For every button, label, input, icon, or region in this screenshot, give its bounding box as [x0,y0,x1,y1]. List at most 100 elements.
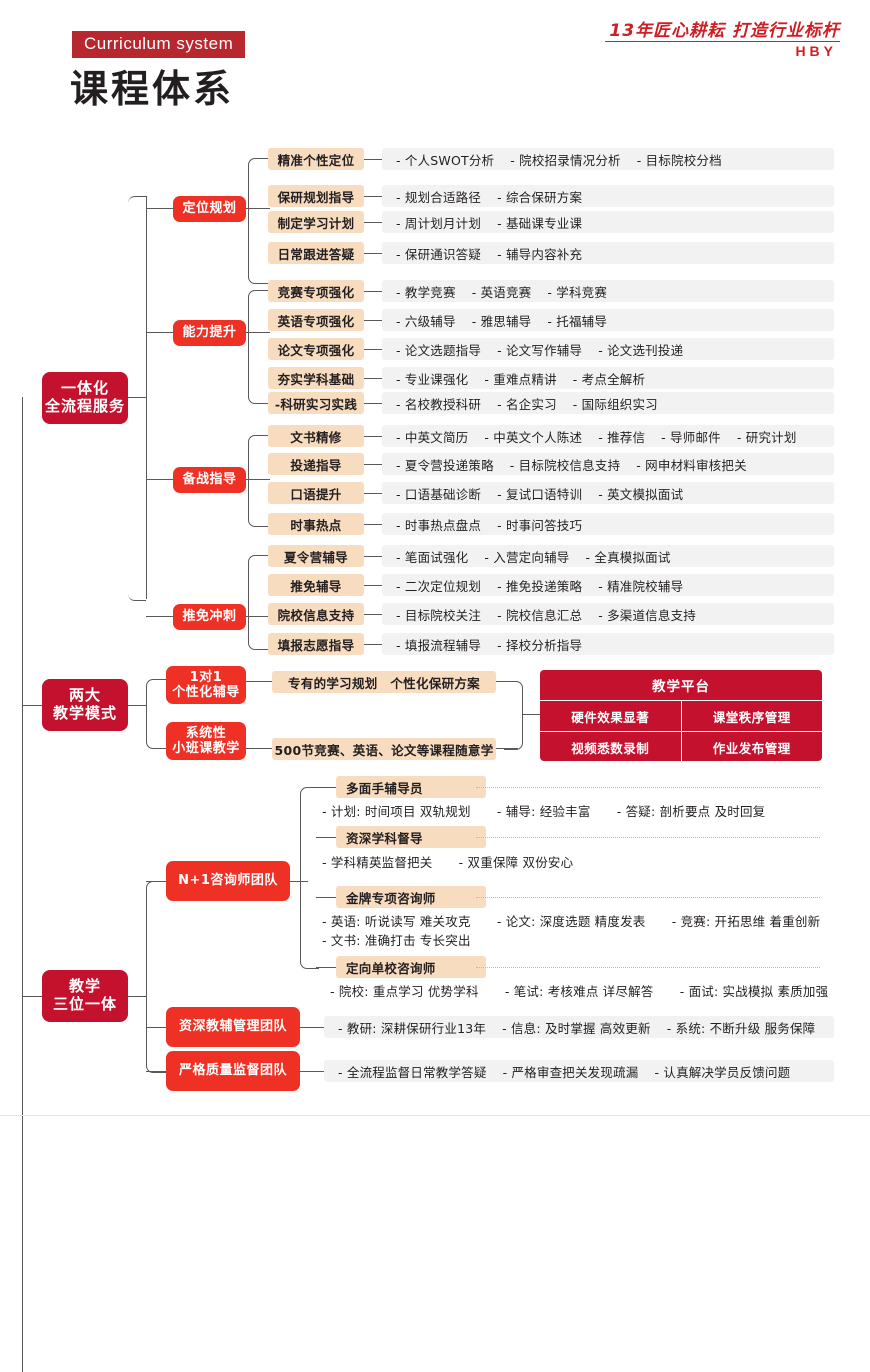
page-header: Curriculum system 课程体系 13年匠心耕耘 打造行业标杆 HB… [0,0,870,130]
dotted-separator [476,897,820,898]
connector [364,644,382,646]
connector [364,378,382,380]
detail-strip: - 全流程监督日常教学答疑- 严格审查把关发现疏漏- 认真解决学员反馈问题 [324,1060,834,1082]
platform-cell: 作业发布管理 [680,732,823,761]
role-label[interactable]: 金牌专项咨询师 [336,886,486,908]
detail-strip: - 规划合适路径 - 综合保研方案 [382,185,834,207]
item-label[interactable]: 论文专项强化 [268,338,364,360]
connector [364,436,382,438]
item-label[interactable]: 夯实学科基础 [268,367,364,389]
connector [22,996,42,998]
team-node-academic-management[interactable]: 资深教辅管理团队 [166,1007,300,1047]
connector [364,320,382,322]
role-detail-row: - 学科精英监督把关 - 双重保障 双份安心 [322,855,574,870]
mode-line2: 个性化辅导 [172,685,240,700]
connector-bracket [248,158,269,284]
item-label[interactable]: 制定学习计划 [268,211,364,233]
mode-description: 专有的学习规划 个性化保研方案 [272,671,496,693]
item-label[interactable]: 文书精修 [268,425,364,447]
detail-strip: - 周计划月计划 - 基础课专业课 [382,211,834,233]
detail-strip: - 目标院校关注 - 院校信息汇总 - 多渠道信息支持 [382,603,834,625]
connector [364,159,382,161]
mode-line1: 系统性 [185,725,227,741]
connector [364,403,382,405]
role-label[interactable]: 定向单校咨询师 [336,956,486,978]
connector-bracket [128,196,146,601]
detail-strip: - 填报流程辅导 - 择校分析指导 [382,633,834,655]
connector [364,253,382,255]
item-label[interactable]: 院校信息支持 [268,603,364,625]
connector [128,705,146,707]
category-node-ability[interactable]: 能力提升 [173,320,246,346]
root-node-line2: 教学模式 [52,704,117,722]
detail-strip: - 保研通识答疑 - 辅导内容补充 [382,242,834,264]
platform-cell: 硬件效果显著 [571,709,650,725]
connector [128,996,146,998]
connector [364,585,382,587]
detail-strip: - 笔面试强化 - 入营定向辅导 - 全真模拟面试 [382,545,834,567]
mode-node-small-class[interactable]: 系统性 小班课教学 [166,722,246,760]
team-node-consultants[interactable]: N+1咨询师团队 [166,861,290,901]
item-label[interactable]: 推免辅导 [268,574,364,596]
connector-bracket [146,881,167,1073]
detail-strip: - 论文选题指导 - 论文写作辅导 - 论文选刊投递 [382,338,834,360]
connector [146,479,173,481]
mode-description: 500节竞赛、英语、论文等课程随意学 [272,738,496,760]
connector [246,332,270,334]
table-row: 硬件效果显著 课堂秩序管理 [540,701,822,731]
brand-logo: HBY [795,43,837,59]
connector [246,681,272,683]
connector [146,1071,166,1073]
role-detail-row: - 英语: 听说读写 难关攻克 - 论文: 深度选题 精度发表 - 竞赛: 开拓… [322,914,821,949]
connector [316,897,336,899]
connector [146,208,173,210]
item-label[interactable]: 精准个性定位 [268,148,364,170]
platform-cell: 课堂秩序管理 [680,701,823,731]
connector-bracket [504,681,523,750]
detail-strip: - 口语基础诊断 - 复试口语特训 - 英文模拟面试 [382,482,834,504]
brand-divider [605,41,840,42]
root-node-trinity[interactable]: 教学 三位一体 [42,970,128,1022]
connector [316,837,336,839]
team-node-quality-supervision[interactable]: 严格质量监督团队 [166,1051,300,1091]
connector [364,614,382,616]
category-node-positioning[interactable]: 定位规划 [173,196,246,222]
category-node-preparation[interactable]: 备战指导 [173,467,246,493]
dotted-separator [476,967,820,968]
root-node-integrated-service[interactable]: 一体化 全流程服务 [42,372,128,424]
category-node-sprint[interactable]: 推免冲刺 [173,604,246,630]
item-label[interactable]: 投递指导 [268,453,364,475]
connector-bracket [248,555,269,650]
root-node-line1: 教学 [68,977,101,996]
item-label[interactable]: -科研实习实践 [268,392,364,414]
connector [300,1071,324,1073]
mode-line1: 1对1 [189,669,223,685]
connector-bracket [300,787,319,969]
item-label[interactable]: 时事热点 [268,513,364,535]
role-label[interactable]: 资深学科督导 [336,826,486,848]
connector [246,616,270,618]
teaching-platform-table: 教学平台 硬件效果显著 课堂秩序管理 视频悉数录制 作业发布管理 [540,670,822,761]
item-label[interactable]: 英语专项强化 [268,309,364,331]
item-label[interactable]: 填报志愿指导 [268,633,364,655]
dotted-separator [476,787,820,788]
item-label[interactable]: 夏令营辅导 [268,545,364,567]
item-label[interactable]: 口语提升 [268,482,364,504]
connector-main-spine [22,397,24,1372]
item-label[interactable]: 日常跟进答疑 [268,242,364,264]
item-label[interactable]: 保研规划指导 [268,185,364,207]
detail-strip: - 中英文简历 - 中英文个人陈述 - 推荐信 - 导师邮件 - 研究计划 [382,425,834,447]
item-label[interactable]: 竞赛专项强化 [268,280,364,302]
role-detail-row: - 院校: 重点学习 优势学科 - 笔试: 考核难点 详尽解答 - 面试: 实战… [330,984,829,999]
root-node-teaching-modes[interactable]: 两大 教学模式 [42,679,128,731]
connector [146,332,173,334]
mode-node-one-on-one[interactable]: 1对1 个性化辅导 [166,666,246,704]
detail-strip: - 教学竞赛 - 英语竞赛 - 学科竞赛 [382,280,834,302]
connector [364,196,382,198]
root-node-line2: 全流程服务 [44,397,125,415]
connector [364,291,382,293]
connector-bracket [146,679,167,749]
connector [364,349,382,351]
connector-bracket [248,435,269,527]
role-label[interactable]: 多面手辅导员 [336,776,486,798]
